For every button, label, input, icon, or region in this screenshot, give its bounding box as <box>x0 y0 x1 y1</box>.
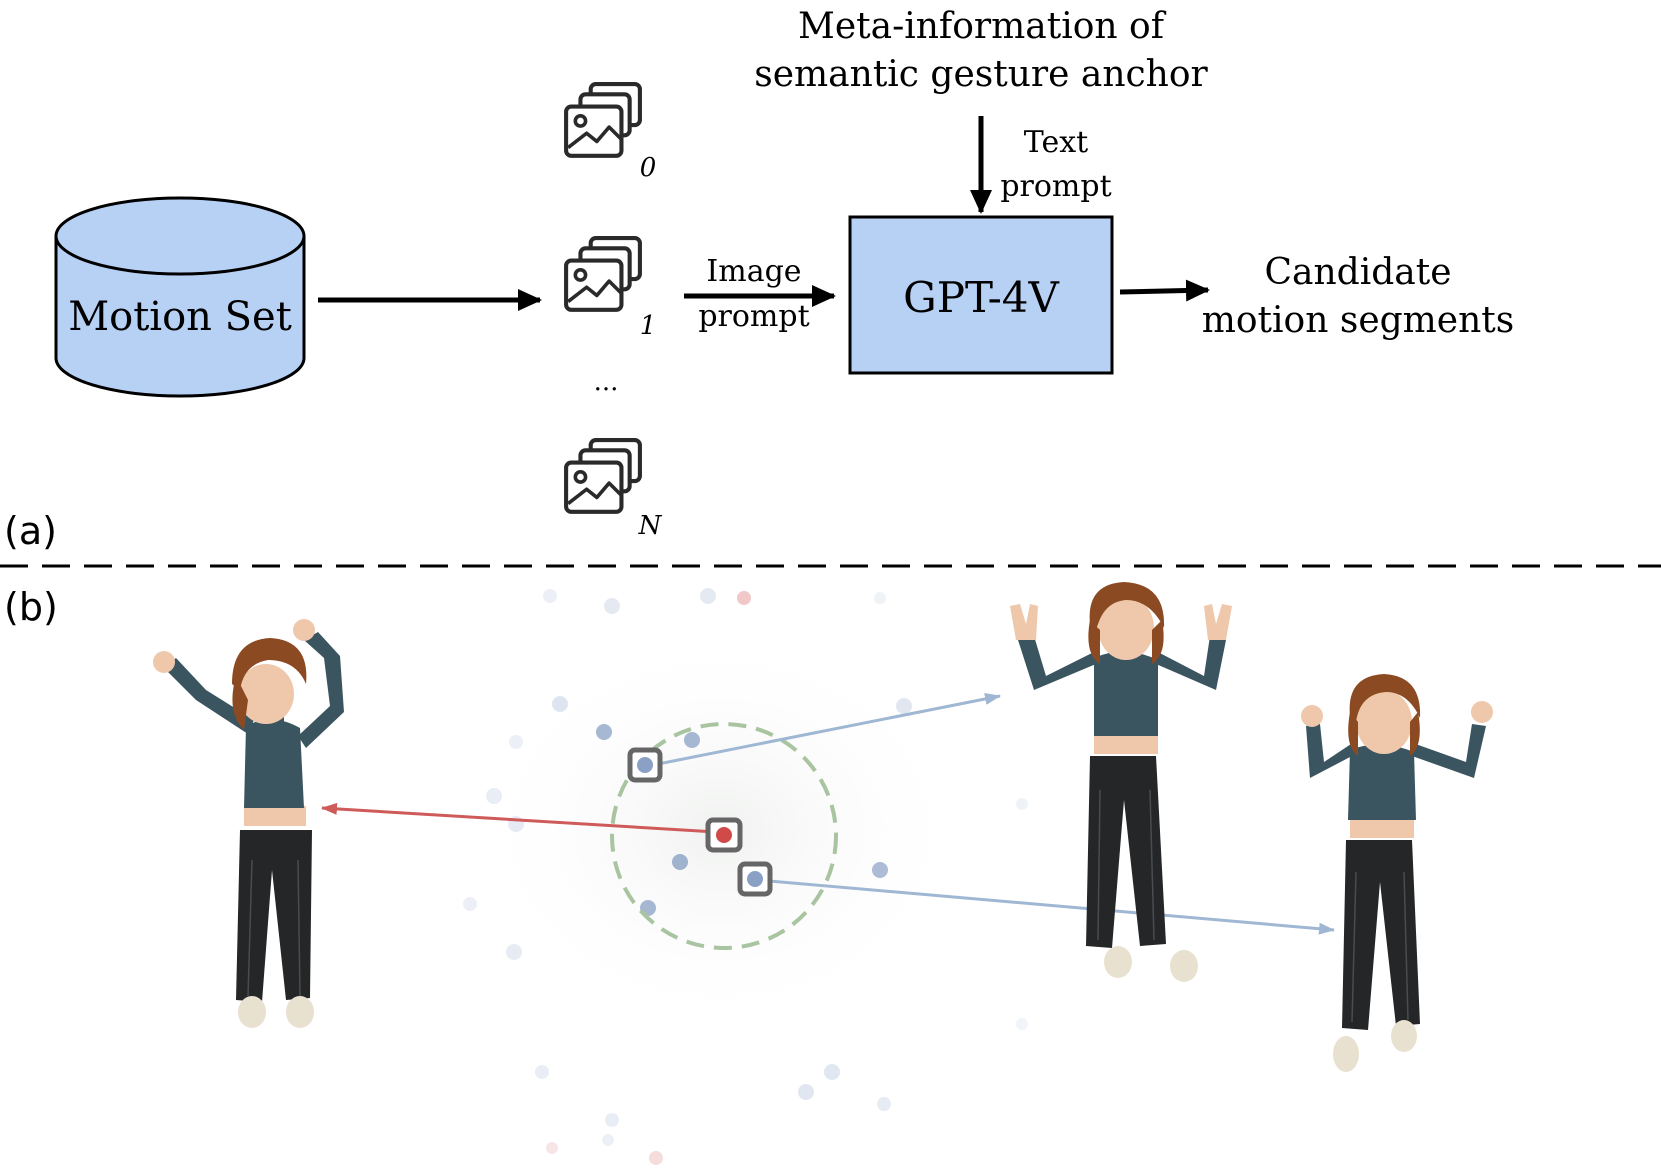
text-prompt-line2: prompt <box>1000 169 1111 204</box>
panel-b-label: (b) <box>4 585 58 629</box>
image-prompt-line2: prompt <box>698 299 809 334</box>
arrow-candidate-to-right <box>757 878 1335 935</box>
embedding-point <box>684 732 700 748</box>
candidate-marker-right <box>737 861 773 897</box>
arrow-candidate-to-top <box>647 693 1001 768</box>
text-prompt-line1: Text <box>1024 125 1088 160</box>
image-index-0: 0 <box>640 153 657 183</box>
meta-info-line1: Meta-information of <box>798 6 1167 47</box>
output-line2: motion segments <box>1202 300 1515 341</box>
embedding-point <box>672 854 688 870</box>
image-index-1: 1 <box>640 311 657 341</box>
panel-a-label: (a) <box>4 509 57 553</box>
output-line1: Candidate <box>1264 252 1451 293</box>
candidate-marker-top <box>627 747 663 783</box>
faint-red-point <box>546 1142 558 1154</box>
image-index-n: N <box>638 511 663 541</box>
image-group-1: 1 <box>566 238 656 341</box>
character-candidate-top <box>1010 582 1232 982</box>
image-group-n: N <box>566 440 663 541</box>
gpt4v-box: GPT-4V <box>848 215 1114 375</box>
panel-b: (b) <box>4 582 1493 1165</box>
character-candidate-right <box>1301 674 1493 1072</box>
meta-info-line2: semantic gesture anchor <box>754 54 1208 95</box>
neighborhood-circle <box>610 722 838 950</box>
faint-red-point <box>737 591 751 605</box>
gpt4v-label: GPT-4V <box>903 273 1059 322</box>
image-group-ellipsis: ... <box>594 367 619 397</box>
motion-set-database: Motion Set <box>54 196 306 398</box>
embedding-points <box>463 588 1028 1146</box>
panel-a: (a) Motion Set 0 1 ... N Image prompt Me… <box>4 6 1514 553</box>
image-stack-icon <box>566 238 640 310</box>
faint-red-point <box>649 1151 663 1165</box>
image-group-0: 0 <box>566 84 656 183</box>
arrow-anchor-to-left <box>321 802 717 834</box>
image-stack-icon <box>566 440 640 512</box>
image-prompt-line1: Image <box>706 254 801 289</box>
character-anchor-pose <box>153 619 344 1028</box>
image-stack-icon <box>566 84 640 156</box>
embedding-point <box>596 724 612 740</box>
arrow-to-output <box>1119 279 1210 302</box>
anchor-marker <box>705 817 743 853</box>
motion-set-label: Motion Set <box>68 294 292 340</box>
embedding-point <box>872 862 888 878</box>
